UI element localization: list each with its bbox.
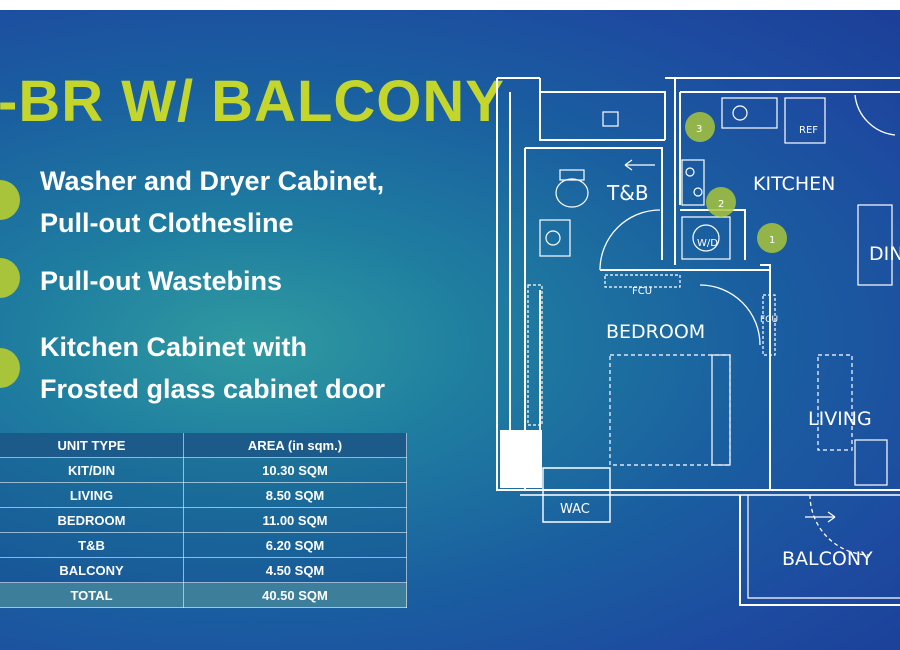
feature-line: Kitchen Cabinet with bbox=[40, 332, 308, 362]
feature-line: Frosted glass cabinet door bbox=[40, 374, 386, 404]
room-label-bedroom: BEDROOM bbox=[606, 321, 705, 343]
fixture-label-fcu: FCU bbox=[760, 315, 778, 325]
marker-3: 3 bbox=[685, 112, 715, 142]
column-header-area: AREA (in sqm.) bbox=[183, 433, 407, 458]
marker-1-dot bbox=[757, 223, 787, 253]
fixture-label-ref: REF bbox=[799, 125, 818, 136]
plan-walls bbox=[496, 77, 900, 606]
table-row: BALCONY 4.50 SQM bbox=[0, 557, 407, 583]
bullet-dot bbox=[0, 180, 20, 220]
marker-2-label: 2 bbox=[718, 199, 724, 210]
unit-type-cell: T&B bbox=[0, 532, 184, 558]
feature-line: Pull-out Clothesline bbox=[40, 208, 294, 238]
floor-plan: KITCHEN T&B BEDROOM LIVING BALCONY DIN R… bbox=[496, 77, 900, 606]
feature-line: Pull-out Wastebins bbox=[40, 266, 282, 296]
marker-3-label: 3 bbox=[696, 124, 702, 135]
table-row: BEDROOM 11.00 SQM bbox=[0, 507, 407, 533]
plan-fixtures bbox=[527, 97, 893, 523]
fixture-label-wd: W/D bbox=[697, 238, 718, 249]
table-total-row: TOTAL 40.50 SQM bbox=[0, 582, 407, 608]
room-label-living: LIVING bbox=[808, 408, 872, 430]
area-cell: 6.20 SQM bbox=[183, 532, 407, 558]
area-cell: 8.50 SQM bbox=[183, 482, 407, 508]
room-label-kitchen: KITCHEN bbox=[753, 173, 835, 195]
marker-3-dot bbox=[685, 112, 715, 142]
area-cell: 4.50 SQM bbox=[183, 557, 407, 583]
slide: -BR W/ BALCONY Washer and Dryer Cabinet,… bbox=[0, 10, 900, 650]
room-label-dining: DIN bbox=[869, 243, 900, 265]
unit-type-cell: BALCONY bbox=[0, 557, 184, 583]
unit-type-cell: KIT/DIN bbox=[0, 457, 184, 483]
table-row: T&B 6.20 SQM bbox=[0, 532, 407, 558]
marker-1-label: 1 bbox=[769, 235, 775, 246]
column-header-unit-type: UNIT TYPE bbox=[0, 433, 184, 458]
marker-2-dot bbox=[706, 187, 736, 217]
unit-type-cell: LIVING bbox=[0, 482, 184, 508]
feature-line: Washer and Dryer Cabinet, bbox=[40, 166, 385, 196]
feature-washer-dryer: Washer and Dryer Cabinet, Pull-out Cloth… bbox=[40, 160, 384, 244]
total-label-cell: TOTAL bbox=[0, 582, 184, 608]
room-label-balcony: BALCONY bbox=[782, 548, 873, 570]
unit-type-cell: BEDROOM bbox=[0, 507, 184, 533]
door-swings bbox=[599, 94, 896, 556]
area-cell: 11.00 SQM bbox=[183, 507, 407, 533]
marker-1: 1 bbox=[757, 223, 787, 253]
fixture-label-wac: WAC bbox=[560, 502, 590, 517]
area-cell: 10.30 SQM bbox=[183, 457, 407, 483]
fixture-label-fcu: FCU bbox=[632, 286, 652, 297]
feature-wastebins: Pull-out Wastebins bbox=[40, 260, 282, 302]
table-header-row: UNIT TYPE AREA (in sqm.) bbox=[0, 433, 407, 458]
room-label-tb: T&B bbox=[606, 181, 649, 205]
structural-column bbox=[500, 430, 542, 488]
slide-title: -BR W/ BALCONY bbox=[0, 69, 505, 134]
area-table: UNIT TYPE AREA (in sqm.) KIT/DIN 10.30 S… bbox=[0, 433, 407, 608]
bullet-dot bbox=[0, 258, 20, 298]
feature-kitchen-cabinet: Kitchen Cabinet with Frosted glass cabin… bbox=[40, 326, 385, 410]
table-row: LIVING 8.50 SQM bbox=[0, 482, 407, 508]
table-row: KIT/DIN 10.30 SQM bbox=[0, 457, 407, 483]
bullet-dot bbox=[0, 348, 20, 388]
total-area-cell: 40.50 SQM bbox=[183, 582, 407, 608]
marker-2: 2 bbox=[706, 187, 736, 217]
